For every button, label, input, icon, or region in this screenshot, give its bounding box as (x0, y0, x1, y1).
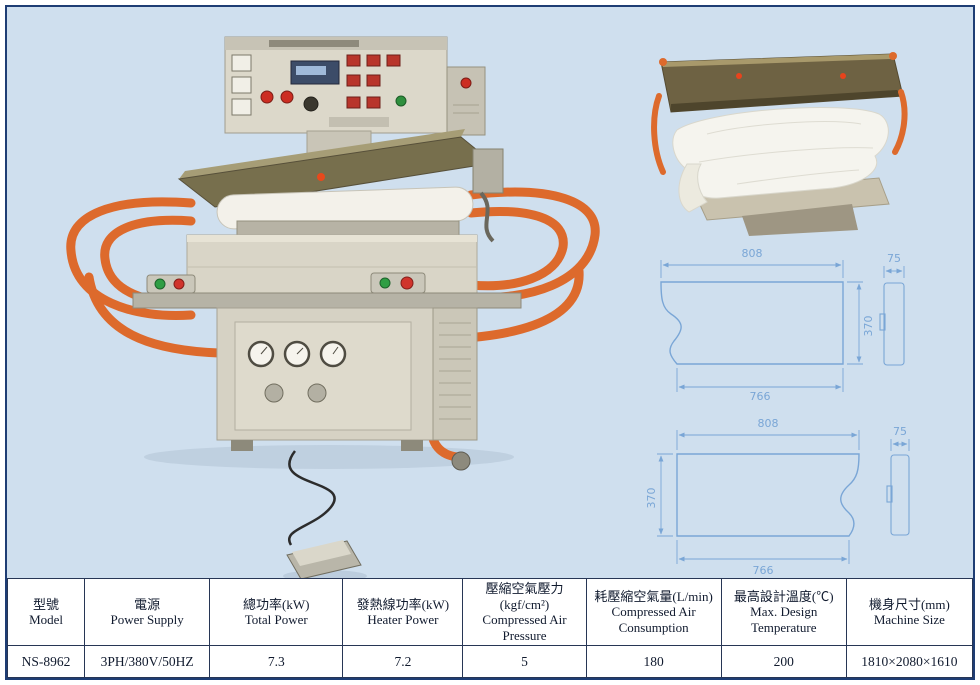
pedal-cable (287, 450, 336, 546)
dim-label-depth: 370 (862, 316, 875, 337)
spec-value-total-power: 7.3 (209, 645, 344, 678)
header-en-max-temperature: Max. Design (750, 604, 818, 620)
header-en-air-consumption: Compressed Air (611, 604, 696, 620)
open-lid (659, 52, 904, 113)
header-zh-air-consumption: 耗壓縮空氣量(L/min) (594, 588, 713, 604)
indicator-lamp (317, 173, 325, 181)
dim-label-depth: 370 (647, 488, 658, 509)
header-en-machine-size: Machine Size (873, 612, 945, 627)
garment-cloth (672, 106, 890, 236)
vent-panel (432, 307, 478, 441)
pipe-flange (451, 451, 471, 471)
green-button (395, 95, 407, 107)
buck-profile-outline (660, 281, 844, 365)
dim-label-thickness: 75 (887, 252, 901, 265)
dimension-drawing-top: 808 766 370 75 (660, 247, 905, 402)
pressing-buck (216, 186, 474, 238)
red-button (280, 90, 294, 104)
spec-header-air-consumption: 耗壓縮空氣量(L/min) Compressed Air Consumption (585, 578, 722, 646)
spec-header-model: 型號 Model (7, 578, 86, 646)
spec-value-power-supply: 3PH/380V/50HZ (84, 645, 211, 678)
header-en-heater-power: Heater Power (367, 612, 439, 627)
dimension-lines (660, 260, 905, 392)
header-en-model: Model (29, 612, 64, 627)
green-button (379, 277, 391, 289)
buck-side-view (886, 454, 910, 536)
dim-label-width-top: 808 (742, 247, 763, 260)
spec-value-air-pressure: 5 (462, 645, 587, 678)
dim-label-width-bottom: 766 (753, 564, 774, 577)
frame-tube-right (892, 89, 908, 155)
dim-label-width-top: 808 (758, 417, 779, 430)
foot-pedal (286, 450, 362, 580)
garment-press-photo (647, 52, 912, 237)
spec-header-max-temperature: 最高設計溫度(℃) Max. Design Temperature (720, 578, 847, 646)
dim-label-thickness: 75 (893, 425, 907, 438)
red-button (173, 278, 185, 290)
header-en-total-power: Total Power (244, 612, 308, 627)
spec-table: 型號 Model 電源 Power Supply 總功率(kW) Total P… (7, 578, 973, 678)
spec-header-air-pressure: 壓縮空氣壓力(kgf/cm²) Compressed Air Pressure (462, 578, 587, 646)
indicator-lamp (840, 73, 846, 79)
green-button (154, 278, 166, 290)
spec-value-model: NS-8962 (7, 645, 86, 678)
header-zh-total-power: 總功率(kW) (243, 596, 310, 612)
buck-profile-outline (676, 453, 860, 537)
meter-gauge (231, 76, 252, 94)
spec-value-max-temperature: 200 (720, 645, 847, 678)
header-zh-heater-power: 發熱線功率(kW) (356, 596, 450, 612)
control-crossbar (132, 272, 522, 309)
indicator-lamp (736, 73, 742, 79)
spec-value-row: NS-8962 3PH/380V/50HZ 7.3 7.2 5 180 200 … (7, 645, 973, 678)
spec-header-power-supply: 電源 Power Supply (84, 578, 211, 646)
meter-gauge (231, 54, 252, 72)
spec-header-row: 型號 Model 電源 Power Supply 總功率(kW) Total P… (7, 578, 973, 646)
header-zh-model: 型號 (33, 596, 60, 612)
red-button (260, 90, 274, 104)
buck-side-view (879, 282, 905, 366)
spec-header-heater-power: 發熱線功率(kW) Heater Power (342, 578, 464, 646)
panel-side-box (446, 66, 486, 136)
header-en-power-supply: Power Supply (110, 612, 184, 627)
frame-tube-left (651, 93, 666, 175)
dimension-lines (657, 430, 910, 564)
header-zh-power-supply: 電源 (134, 596, 161, 612)
header-en-air-pressure: Compressed Air (482, 612, 567, 627)
dim-label-width-bottom: 766 (750, 390, 771, 402)
page-frame: 808 766 370 75 (5, 5, 975, 680)
dimension-drawing-bottom: 808 766 370 75 (647, 417, 910, 577)
meter-gauge (231, 98, 252, 116)
machine-photo (66, 36, 600, 582)
knob (303, 96, 319, 112)
lower-cabinet (216, 307, 478, 451)
regulator-knob (264, 383, 284, 403)
spec-value-heater-power: 7.2 (342, 645, 464, 678)
header-zh-max-temperature: 最高設計溫度(℃) (733, 588, 834, 604)
header-zh-machine-size: 機身尺寸(mm) (868, 596, 950, 612)
spec-header-total-power: 總功率(kW) Total Power (209, 578, 344, 646)
red-button (400, 276, 414, 290)
header-zh-air-pressure: 壓縮空氣壓力(kgf/cm²) (485, 581, 564, 612)
regulator-knob (307, 383, 327, 403)
spec-header-machine-size: 機身尺寸(mm) Machine Size (845, 578, 973, 646)
spec-value-machine-size: 1810×2080×1610 (845, 645, 973, 678)
control-panel (224, 36, 448, 134)
spec-value-air-consumption: 180 (585, 645, 722, 678)
press-mechanism (472, 148, 504, 243)
